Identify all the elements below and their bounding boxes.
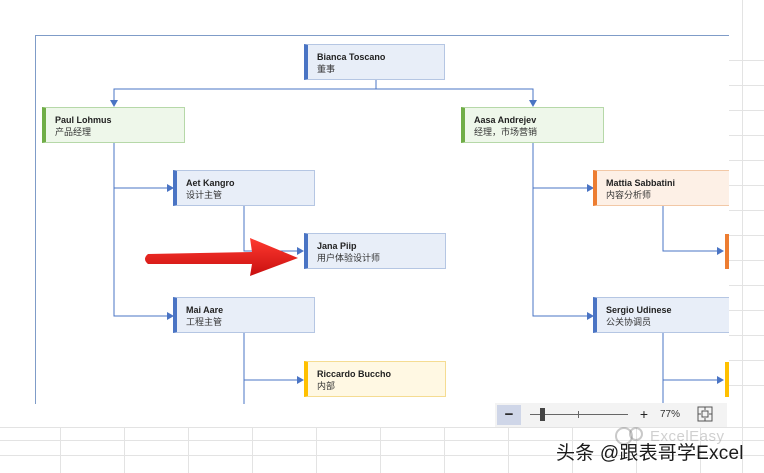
node-role: 公关协调员	[606, 317, 652, 327]
node-role: 产品经理	[55, 127, 92, 137]
watermark-account: 头条 @跟表哥学Excel	[556, 443, 744, 464]
org-node-clipped-yellow[interactable]	[725, 362, 729, 397]
org-node-aet[interactable]: Aet Kangro 设计主管	[173, 170, 315, 206]
watermark-logo-icon	[615, 427, 643, 445]
org-node-aasa[interactable]: Aasa Andrejev 经理，市场营销	[461, 107, 604, 143]
node-role: 工程主管	[186, 317, 223, 327]
org-node-bianca[interactable]: Bianca Toscano 董事	[304, 44, 445, 80]
node-role: 内部	[317, 381, 336, 391]
node-name: Riccardo Buccho	[317, 369, 392, 379]
node-name: Mai Aare	[186, 305, 224, 315]
org-node-mai[interactable]: Mai Aare 工程主管	[173, 297, 315, 333]
node-role: 设计主管	[186, 190, 223, 200]
node-role: 经理，市场营销	[474, 127, 538, 137]
node-name: Aet Kangro	[186, 178, 235, 188]
node-role: 内容分析师	[606, 190, 652, 200]
node-role: 用户体验设计师	[317, 253, 381, 263]
org-node-riccardo[interactable]: Riccardo Buccho 内部	[304, 361, 446, 397]
org-node-sergio[interactable]: Sergio Udinese 公关协调员	[593, 297, 729, 333]
zoom-percent: 77%	[660, 409, 681, 420]
watermark-brand: ExcelEasy	[650, 428, 725, 445]
node-name: Paul Lohmus	[55, 115, 112, 125]
connector-lines	[110, 80, 724, 404]
fit-to-window-icon[interactable]	[697, 406, 713, 422]
org-node-mattia[interactable]: Mattia Sabbatini 内容分析师	[593, 170, 729, 206]
zoom-slider-thumb[interactable]	[540, 408, 545, 421]
org-node-paul[interactable]: Paul Lohmus 产品经理	[42, 107, 185, 143]
zoom-slider-midmark	[578, 411, 579, 418]
node-role: 董事	[317, 64, 336, 74]
org-node-jana[interactable]: Jana Piip 用户体验设计师	[304, 233, 446, 269]
node-name: Jana Piip	[317, 241, 357, 251]
zoom-out-button[interactable]: −	[497, 405, 521, 425]
org-chart-canvas[interactable]: Bianca Toscano 董事 Paul Lohmus 产品经理 Aasa …	[35, 35, 729, 404]
annotation-arrow	[145, 238, 298, 276]
org-node-clipped-orange[interactable]	[725, 234, 729, 269]
zoom-slider-track[interactable]	[530, 414, 628, 415]
node-name: Aasa Andrejev	[474, 115, 537, 125]
status-bar	[495, 403, 727, 427]
node-name: Bianca Toscano	[317, 52, 386, 62]
node-name: Mattia Sabbatini	[606, 178, 676, 188]
zoom-in-button[interactable]: +	[639, 406, 649, 422]
node-name: Sergio Udinese	[606, 305, 672, 315]
